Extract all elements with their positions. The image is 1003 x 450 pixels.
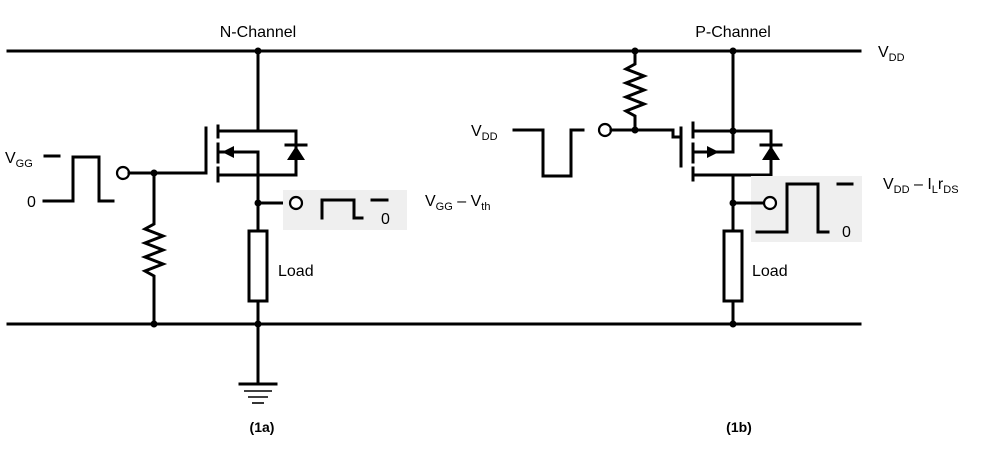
gate-pulldown-resistor bbox=[140, 171, 168, 326]
n-channel-title: N-Channel bbox=[220, 24, 296, 41]
caption-1a: (1a) bbox=[250, 419, 275, 435]
input-waveform bbox=[512, 128, 585, 178]
input-high-label: VGG bbox=[5, 150, 33, 170]
load-resistor bbox=[722, 229, 744, 303]
junction-dot bbox=[254, 47, 262, 55]
output-low-label: 0 bbox=[381, 211, 390, 228]
p-channel-title: P-Channel bbox=[695, 24, 771, 41]
load-label: Load bbox=[278, 263, 314, 280]
output-waveform-box bbox=[283, 190, 407, 230]
p-mosfet-symbol bbox=[671, 121, 735, 182]
output-terminal bbox=[762, 195, 778, 211]
output-waveform bbox=[755, 182, 830, 234]
output-waveform bbox=[320, 198, 364, 220]
body-diode bbox=[256, 129, 308, 177]
caption-1b: (1b) bbox=[726, 419, 752, 435]
supply-label: VDD bbox=[878, 44, 905, 64]
gate-input-terminal bbox=[597, 122, 613, 138]
input-waveform bbox=[42, 155, 115, 203]
gate-input-terminal bbox=[115, 165, 131, 181]
p-channel-circuit: P-Channel VDD bbox=[471, 24, 959, 435]
n-mosfet-symbol bbox=[204, 124, 260, 183]
load-label: Load bbox=[752, 263, 788, 280]
load-resistor bbox=[247, 229, 269, 303]
channel-arrow bbox=[222, 146, 234, 158]
output-level-label: VGG – Vth bbox=[425, 193, 490, 213]
input-low-label: 0 bbox=[27, 194, 36, 211]
output-level-label: VDD – ILrDS bbox=[883, 176, 959, 196]
output-low-label: 0 bbox=[842, 224, 851, 241]
ground-symbol bbox=[238, 322, 278, 404]
channel-arrow bbox=[707, 146, 719, 158]
input-high-label: VDD bbox=[471, 123, 498, 143]
n-channel-circuit: N-Channel bbox=[5, 24, 490, 435]
gate-pullup-resistor bbox=[621, 49, 649, 132]
body-diode bbox=[731, 129, 783, 177]
